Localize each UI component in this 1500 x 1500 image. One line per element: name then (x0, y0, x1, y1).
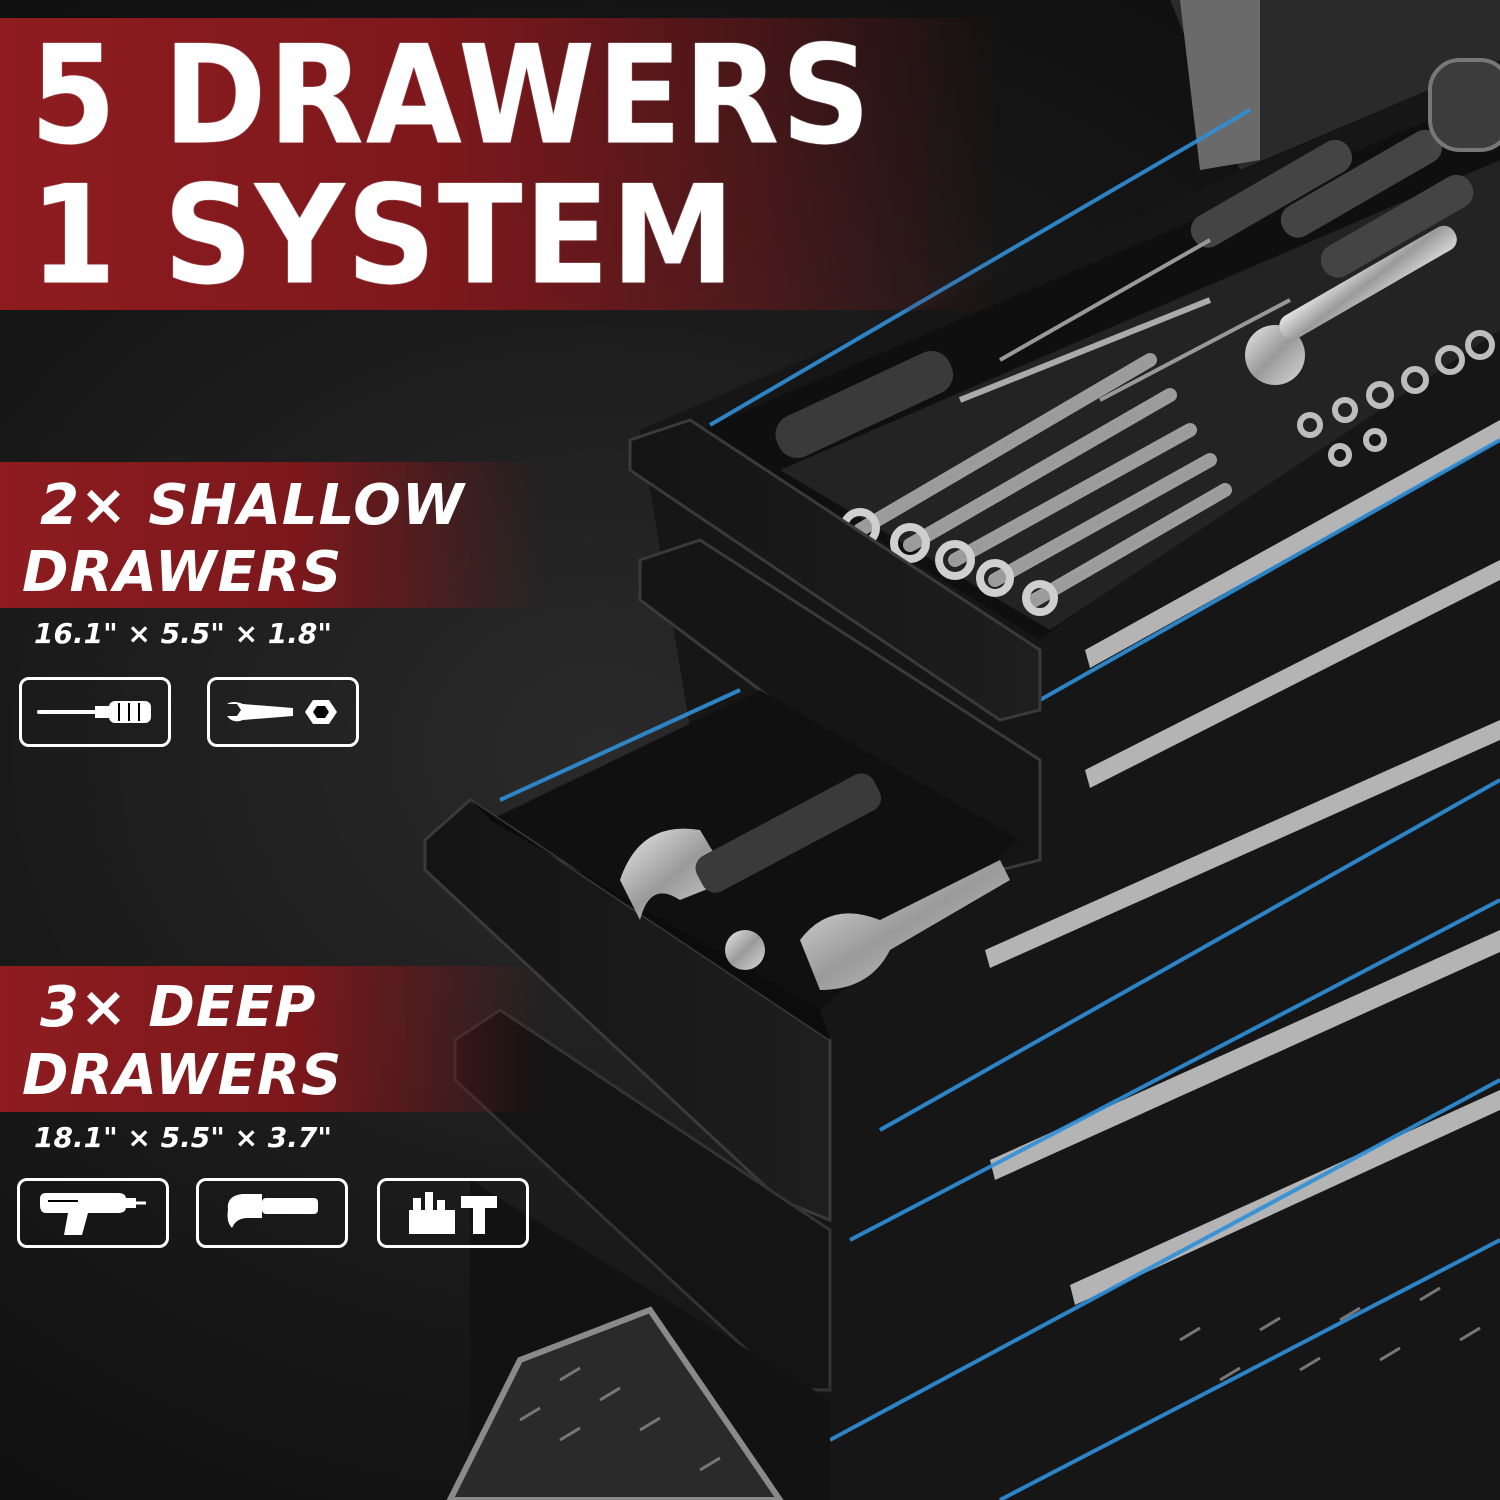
bottom-tray (446, 1306, 784, 1500)
drill-icon-box (17, 1178, 169, 1248)
top-drawer-front (628, 418, 1042, 722)
hammer-icon-box (196, 1178, 348, 1248)
headline-line-1: 5 DRAWERS (30, 17, 873, 176)
wrench-rings (840, 508, 1058, 616)
deep-banner (0, 966, 540, 1112)
ratchet-and-sockets (1245, 225, 1495, 467)
tools-icon (409, 1192, 497, 1234)
screwdriver-icon (37, 701, 151, 723)
wrench-icon (227, 700, 337, 724)
shallow-title-line-2: DRAWERS (22, 540, 343, 605)
pliers-in-drawer (800, 860, 1010, 990)
shallow-banner (0, 462, 540, 608)
deep-title-line-2: DRAWERS (22, 1043, 343, 1108)
wrench-icon-box (207, 677, 359, 747)
deep-title-line-1: 3× DEEP (40, 975, 317, 1040)
deep-dimensions: 18.1" × 5.5" × 3.7" (34, 1121, 332, 1154)
headline-banner (0, 18, 1000, 310)
shallow-dimensions: 16.1" × 5.5" × 1.8" (34, 617, 332, 650)
diamond-plate-pattern (519, 1286, 1481, 1472)
tools-icon-box (377, 1178, 529, 1248)
shallow-title-line-1: 2× SHALLOW (40, 473, 465, 538)
drill-icon (40, 1193, 146, 1235)
hammer-icon (227, 1194, 318, 1228)
chest-lid-rim (1180, 0, 1260, 170)
screwdrivers-group (775, 129, 1474, 458)
tape-measure (1428, 58, 1500, 152)
deep-drawer-side (470, 800, 830, 1040)
hammer-in-drawer (620, 773, 882, 970)
second-drawer-front (638, 538, 1042, 872)
wrenches-group (853, 353, 1232, 607)
screwdriver-icon-box (19, 677, 171, 747)
headline-line-2: 1 SYSTEM (30, 157, 737, 316)
